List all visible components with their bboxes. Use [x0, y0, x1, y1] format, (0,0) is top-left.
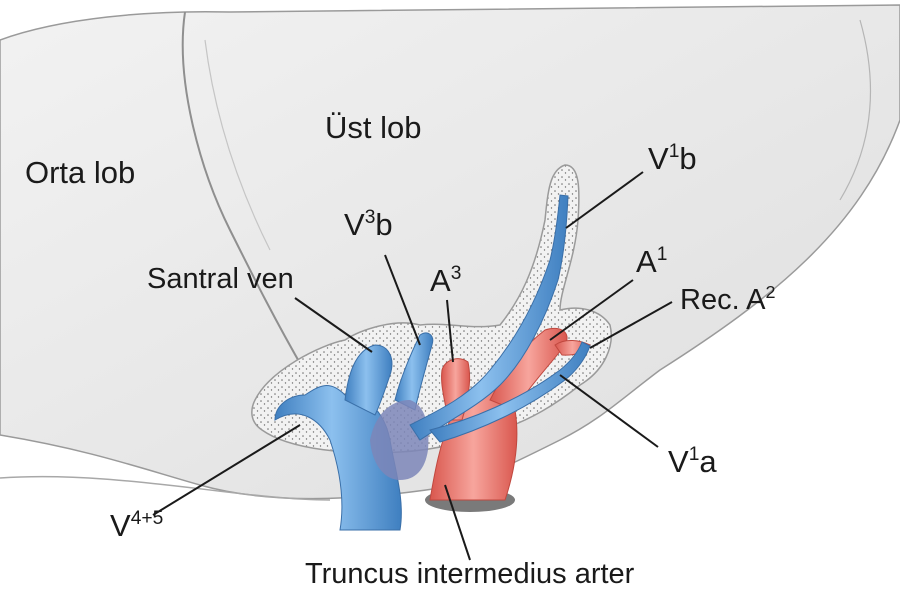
- label-ust-lob: Üst lob: [325, 112, 421, 143]
- label-a1: A1: [636, 246, 667, 277]
- label-v1a: V1a: [668, 446, 717, 477]
- label-orta-lob: Orta lob: [25, 157, 135, 188]
- label-santral-ven: Santral ven: [147, 265, 294, 294]
- label-a3: A3: [430, 265, 461, 296]
- label-v45: V4+5: [110, 510, 163, 541]
- label-v3b: V3b: [344, 209, 393, 240]
- label-v1b: V1b: [648, 143, 697, 174]
- label-rec-a2: Rec. A2: [680, 286, 775, 315]
- label-truncus: Truncus intermedius arter: [305, 560, 634, 589]
